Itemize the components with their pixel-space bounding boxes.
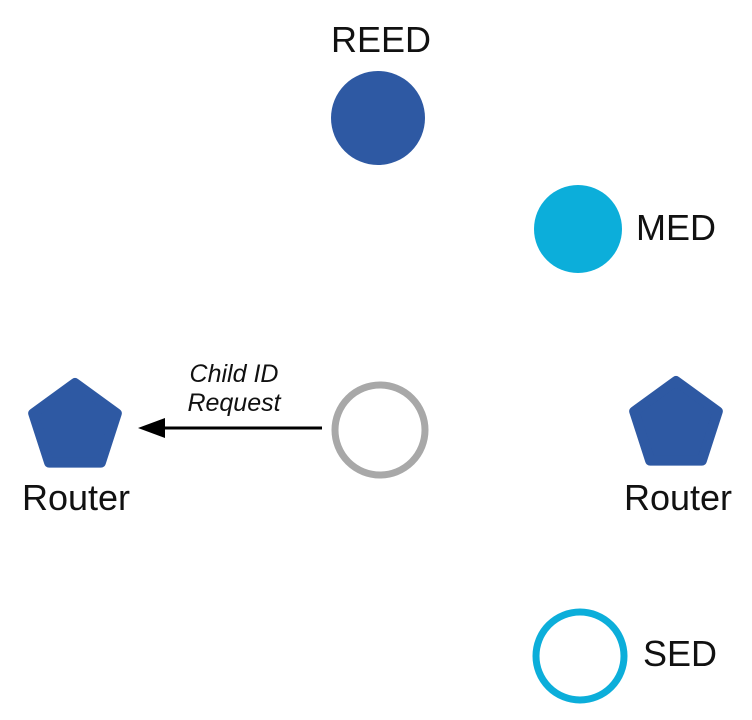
- child-id-request-arrowhead-icon: [138, 418, 165, 438]
- sed-node-circle: [532, 608, 628, 704]
- child-id-request-label: Child ID Request: [187, 360, 281, 417]
- reed-node-label: REED: [330, 19, 432, 60]
- med-node-circle: [534, 185, 622, 273]
- router-right-node-label: Router: [623, 477, 733, 518]
- sed-node-label: SED: [643, 633, 718, 674]
- router-left-pentagon: [28, 378, 122, 468]
- router-left-node-label: Router: [21, 477, 131, 518]
- joiner-node-circle: [331, 381, 429, 479]
- router-right-pentagon: [629, 376, 723, 466]
- med-node-label: MED: [636, 207, 716, 248]
- reed-node-circle: [331, 71, 425, 165]
